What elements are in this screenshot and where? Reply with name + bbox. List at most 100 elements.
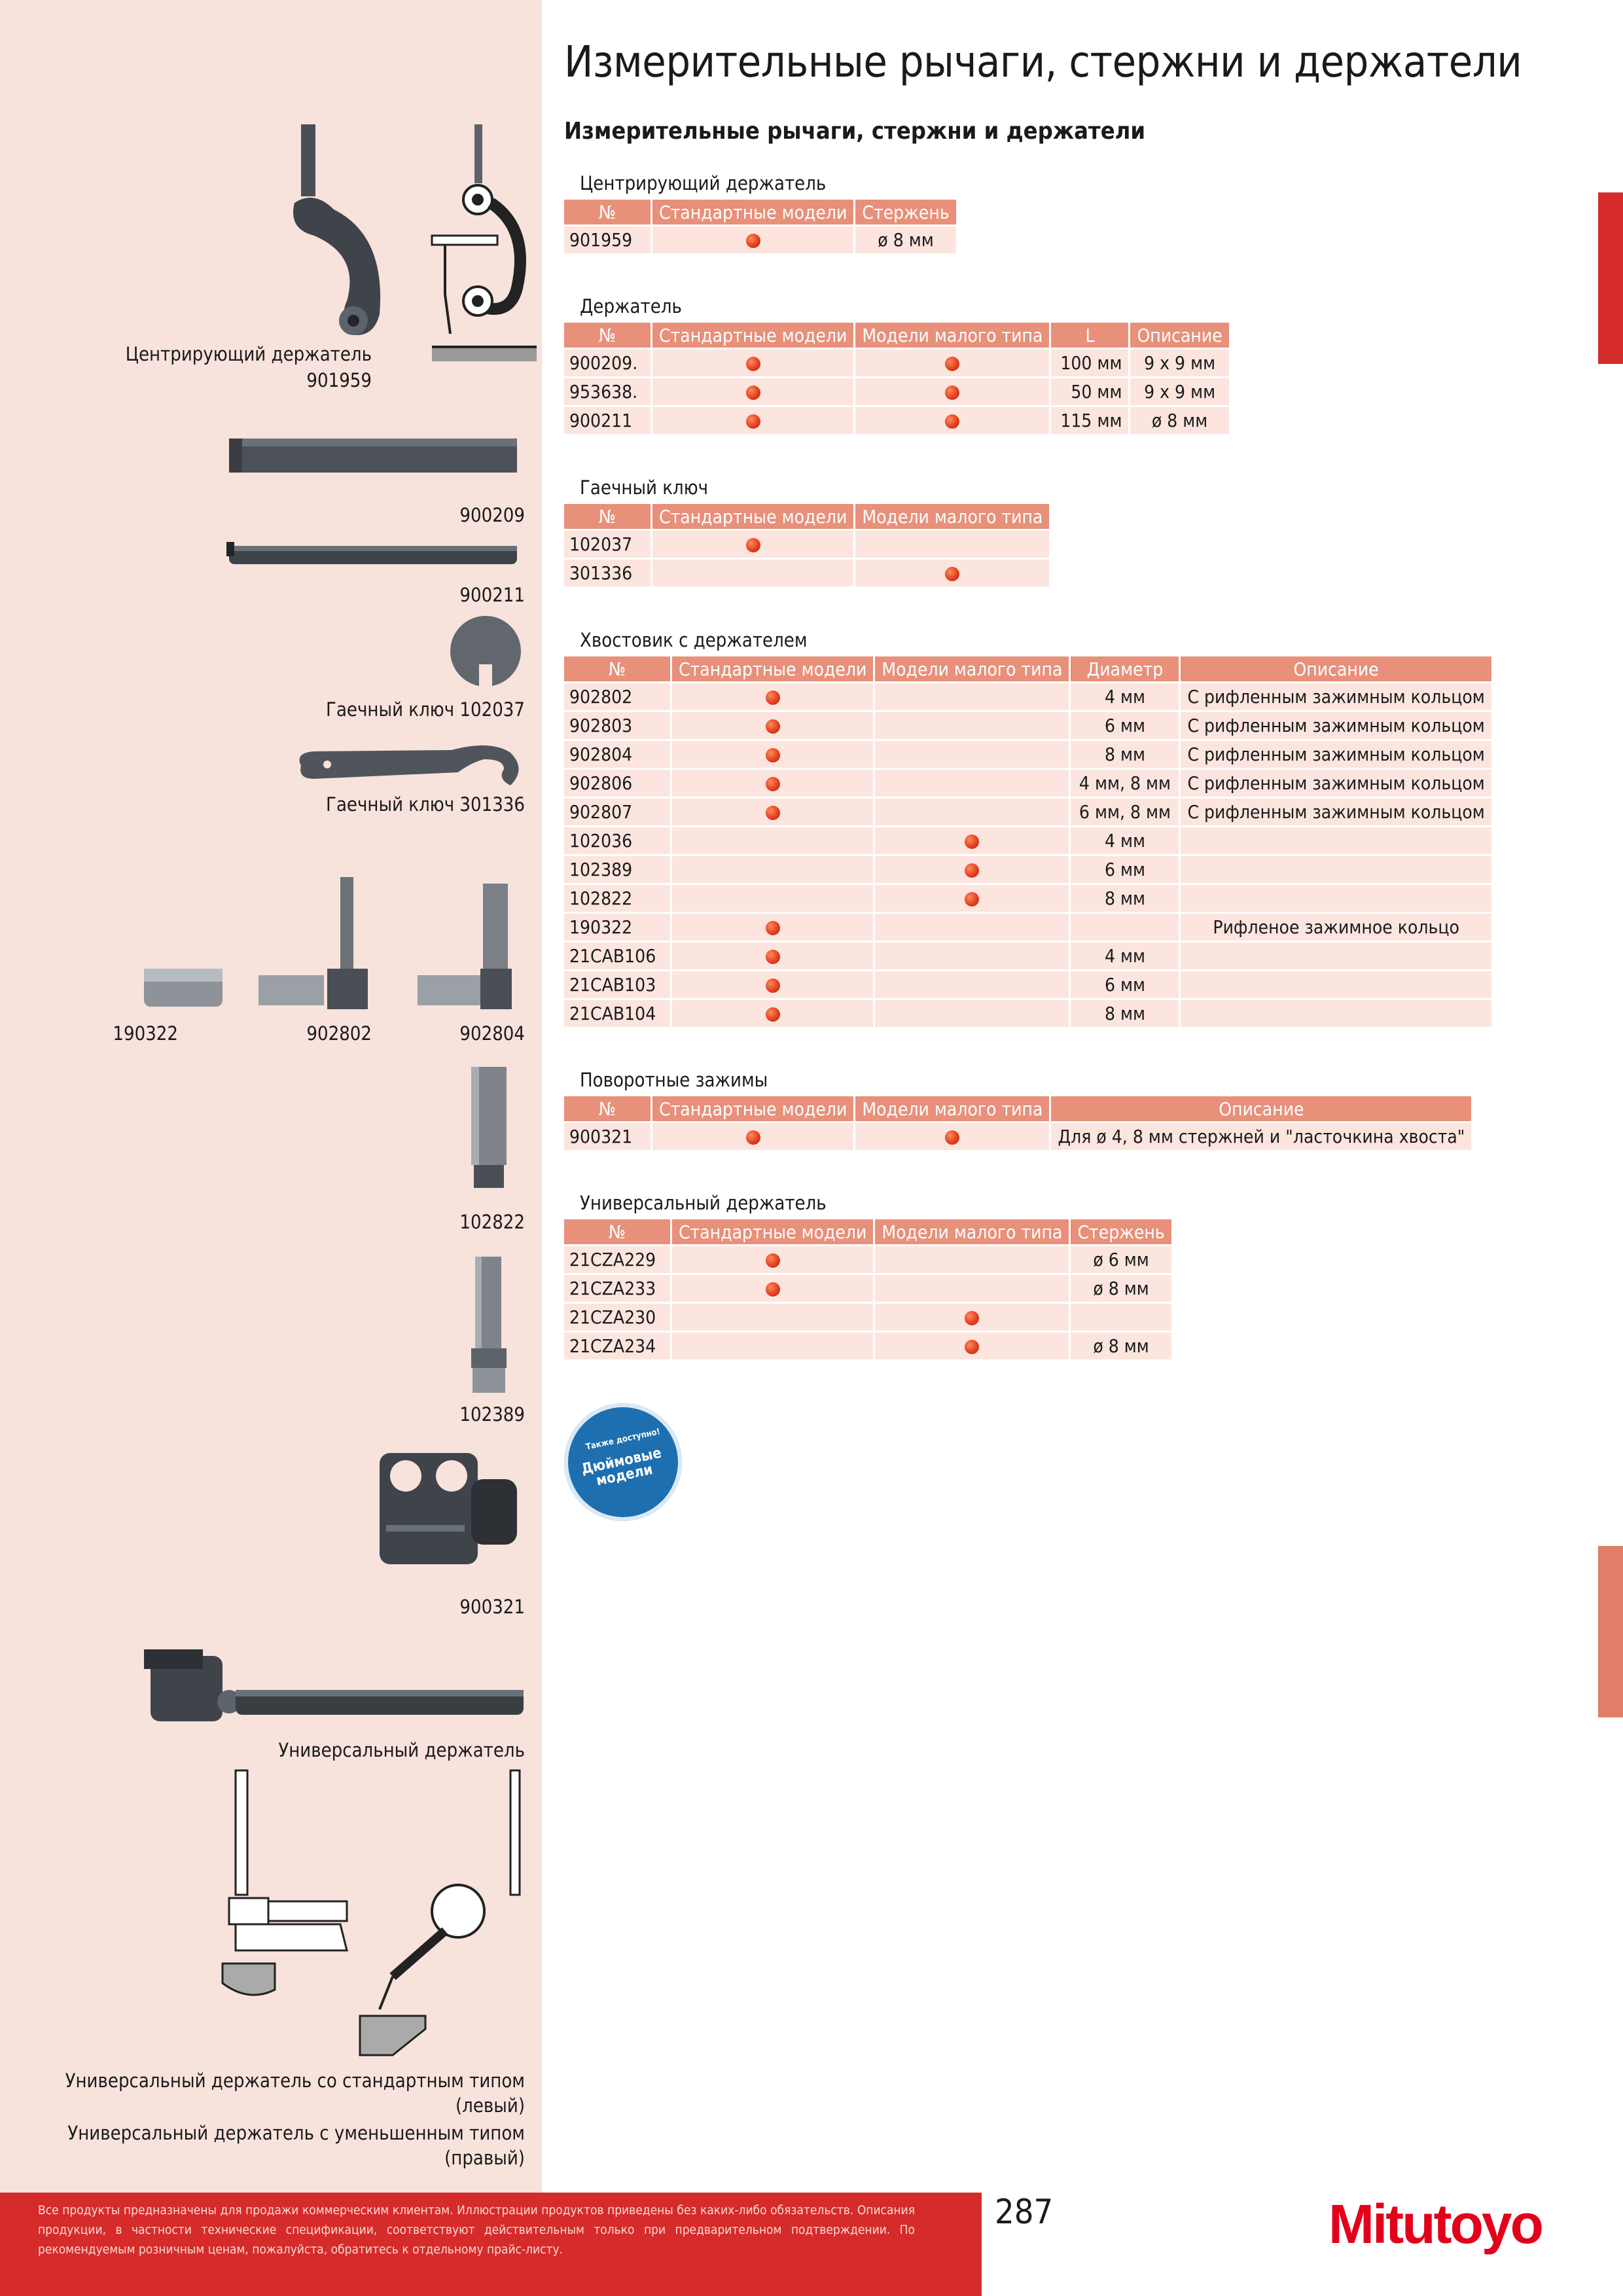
inch-models-badge: Также доступно! Дюймовые модели: [564, 1403, 682, 1521]
section-title: Центрирующий держатель: [580, 172, 827, 194]
table-cell: 900209.: [564, 350, 651, 376]
column-header: Описание: [1051, 1096, 1472, 1121]
caption-wrench-102037: Гаечный ключ 102037: [326, 698, 525, 721]
availability-cell: [652, 378, 854, 405]
availability-cell: [672, 914, 874, 941]
caption-102822: 102822: [459, 1211, 525, 1233]
availability-cell: [672, 942, 874, 969]
table-cell: 301336: [564, 560, 651, 586]
caption-190322: 190322: [113, 1022, 178, 1045]
table-cell: [875, 942, 1069, 969]
caption-centering-holder: Центрирующий держатель: [125, 343, 372, 365]
table-cell: [875, 971, 1069, 998]
shank-holders-illustration: [144, 877, 512, 1009]
table-cell: 190322: [564, 914, 670, 941]
availability-dot-icon: [745, 357, 760, 371]
table-cell: ø 8 мм: [1130, 407, 1229, 434]
caption-universal-small: Универсальный держатель с уменьшенным ти…: [67, 2122, 525, 2144]
section-wrench: Гаечный ключ № Стандартные модели Модели…: [564, 476, 1051, 588]
section-title: Универсальный держатель: [580, 1192, 827, 1214]
section-title: Хвостовик с держателем: [580, 629, 808, 651]
column-header: Стандартные модели: [652, 323, 854, 348]
column-header: №: [564, 1219, 670, 1244]
footer-disclaimer: Все продукты предназначены для продажи к…: [38, 2203, 915, 2257]
availability-dot-icon: [965, 863, 980, 878]
availability-cell: [672, 770, 874, 797]
section-title: Поворотные зажимы: [580, 1069, 768, 1091]
availability-cell: [652, 407, 854, 434]
page-title: Измерительные рычаги, стержни и держател…: [564, 37, 1522, 87]
table-cell: 902802: [564, 683, 670, 710]
column-header: Модели малого типа: [855, 504, 1050, 529]
availability-cell: [875, 1304, 1069, 1331]
table-cell: С рифленным зажимным кольцом: [1181, 683, 1491, 710]
swivel-clamp-table: № Стандартные модели Модели малого типа …: [562, 1094, 1473, 1152]
table-cell: 21CZA229: [564, 1246, 670, 1273]
availability-cell: [652, 531, 854, 558]
table-cell: [875, 1275, 1069, 1302]
holder-900209-illustration: [229, 439, 517, 473]
table-cell: 902806: [564, 770, 670, 797]
availability-dot-icon: [765, 691, 780, 705]
column-header: Диаметр: [1071, 656, 1179, 681]
availability-dot-icon: [765, 777, 780, 791]
table-cell: 6 мм: [1071, 971, 1179, 998]
availability-dot-icon: [945, 357, 960, 371]
wrench-102037-illustration: [450, 616, 521, 691]
centering-holder-illustration: [293, 124, 537, 361]
table-cell: [1071, 914, 1179, 941]
table-cell: 50 мм: [1051, 378, 1129, 405]
table-cell: С рифленным зажимным кольцом: [1181, 770, 1491, 797]
availability-dot-icon: [965, 834, 980, 849]
column-header: Стандартные модели: [652, 504, 854, 529]
availability-dot-icon: [765, 1007, 780, 1022]
caption-900321: 900321: [459, 1596, 525, 1618]
table-cell: [672, 827, 874, 854]
column-header: Модели малого типа: [855, 1096, 1050, 1121]
section-universal-holder: Универсальный держатель № Стандартные мо…: [564, 1191, 1173, 1361]
availability-cell: [855, 407, 1050, 434]
caption-902802: 902802: [306, 1022, 372, 1045]
table-cell: [1181, 1000, 1491, 1027]
column-header: №: [564, 323, 651, 348]
table-cell: 8 мм: [1071, 741, 1179, 768]
table-cell: [875, 798, 1069, 825]
column-header: Описание: [1181, 656, 1491, 681]
availability-cell: [672, 1246, 874, 1273]
table-cell: [875, 1246, 1069, 1273]
table-cell: 900321: [564, 1123, 651, 1150]
availability-dot-icon: [765, 1282, 780, 1297]
caption-900211: 900211: [459, 584, 525, 606]
table-cell: С рифленным зажимным кольцом: [1181, 712, 1491, 739]
availability-cell: [652, 226, 854, 253]
universal-holder-illustration: [144, 1649, 524, 1721]
availability-cell: [652, 350, 854, 376]
column-header: Стержень: [1071, 1219, 1171, 1244]
table-cell: Для ø 4, 8 мм стержней и "ласточкина хво…: [1051, 1123, 1472, 1150]
caption-900209: 900209: [459, 504, 525, 526]
availability-cell: [652, 1123, 854, 1150]
availability-cell: [672, 712, 874, 739]
caption-universal-small-side: (правый): [444, 2147, 525, 2169]
table-cell: 21CAB106: [564, 942, 670, 969]
table-row: 301336: [564, 560, 1050, 586]
availability-dot-icon: [945, 414, 960, 429]
table-cell: [1181, 942, 1491, 969]
availability-dot-icon: [745, 1130, 760, 1145]
table-cell: [1181, 971, 1491, 998]
table-cell: С рифленным зажимным кольцом: [1181, 798, 1491, 825]
table-cell: 102822: [564, 885, 670, 912]
column-header: Модели малого типа: [855, 323, 1050, 348]
